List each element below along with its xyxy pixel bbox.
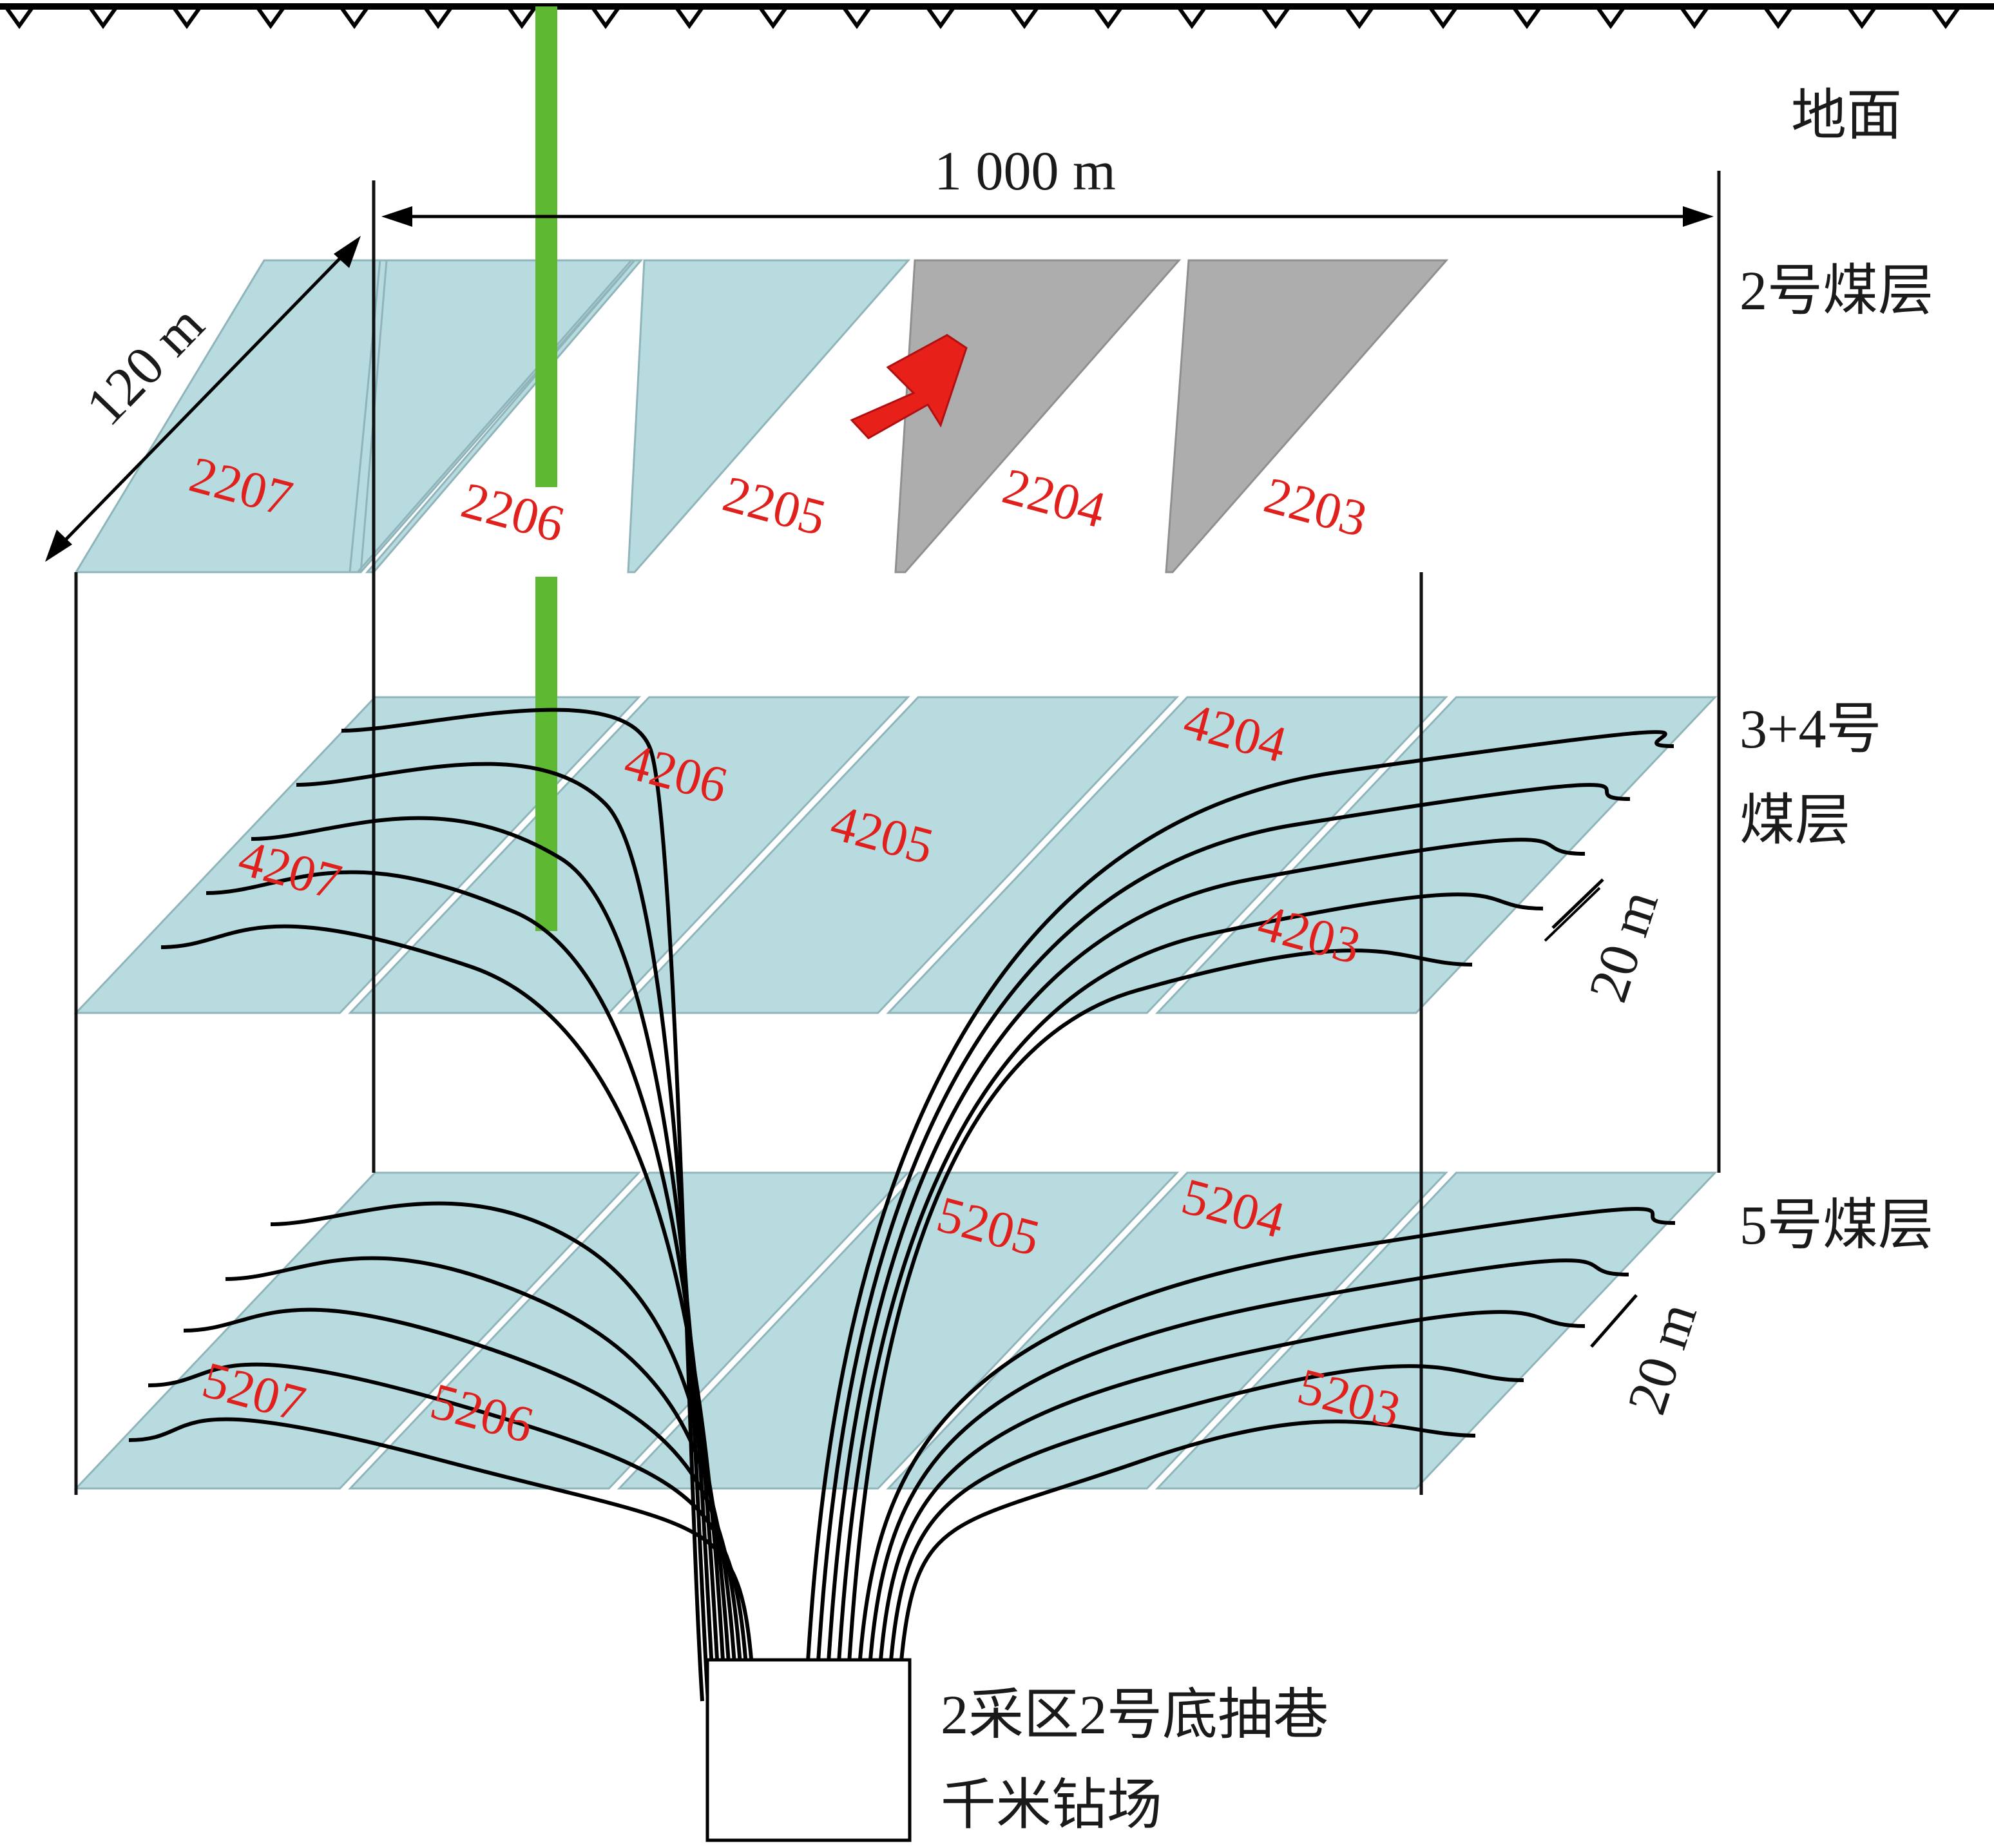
frame-lines bbox=[74, 171, 1721, 1495]
ground-tuft bbox=[507, 6, 537, 30]
borehole-fan bbox=[128, 707, 1676, 1702]
borehole-right bbox=[814, 783, 1631, 1702]
ground-tuft bbox=[1931, 6, 1960, 30]
panel-label-2203: 2203 bbox=[1258, 467, 1372, 548]
seam-34-label-line2: 煤层 bbox=[1740, 789, 1850, 851]
drill-site-label-line1: 2采区2号底抽巷 bbox=[941, 1684, 1328, 1746]
borehole-right bbox=[803, 730, 1674, 1702]
ground-tuft bbox=[1177, 6, 1207, 30]
ground-tuft bbox=[842, 6, 872, 30]
ground-tuft bbox=[88, 6, 118, 30]
seam-5-panel-5 bbox=[1155, 1171, 1718, 1490]
ground-tuft bbox=[1596, 6, 1625, 30]
ground-tuft bbox=[926, 6, 955, 30]
dimension-depth bbox=[45, 236, 361, 562]
drill-site-box bbox=[705, 1658, 912, 1842]
borehole-left bbox=[296, 762, 710, 1702]
ground-tuft bbox=[591, 6, 620, 30]
ground-tuft bbox=[1010, 6, 1039, 30]
ground-tuft bbox=[5, 6, 34, 30]
seam-2-label: 2号煤层 bbox=[1740, 260, 1933, 322]
dimension-width-label: 1 000 m bbox=[934, 140, 1116, 202]
ground-tuft bbox=[172, 6, 202, 30]
seam-5-panel-3 bbox=[617, 1171, 1180, 1490]
ground-tuft bbox=[1512, 6, 1542, 30]
ground-tuft bbox=[423, 6, 453, 30]
panel-2204 bbox=[894, 259, 1182, 573]
ground-label: 地面 bbox=[1791, 84, 1902, 146]
dimension-width bbox=[381, 206, 1714, 227]
seam-34-panel-3 bbox=[617, 696, 1180, 1014]
dimension-spacing-5 bbox=[1590, 1294, 1638, 1348]
panel-2205 bbox=[627, 259, 911, 573]
borehole-right bbox=[865, 1258, 1629, 1702]
dimension-spacing-34 bbox=[1544, 878, 1604, 942]
ground-tuft bbox=[256, 6, 285, 30]
panel-2203 bbox=[1165, 259, 1449, 573]
seam-5-label: 5号煤层 bbox=[1740, 1194, 1933, 1256]
drill-site-label-line2: 千米钻场 bbox=[941, 1774, 1162, 1836]
ground-surface bbox=[0, 3, 1994, 30]
ground-tuft bbox=[1763, 6, 1793, 30]
dimension-spacing-34-label: 20 m bbox=[1577, 883, 1670, 1009]
borehole-left bbox=[341, 707, 704, 1702]
mining-direction-arrow bbox=[850, 334, 968, 439]
ground-tuft bbox=[1428, 6, 1458, 30]
borehole-right bbox=[845, 948, 1473, 1702]
ground-tuft bbox=[340, 6, 369, 30]
seam-2-panels bbox=[74, 259, 1449, 573]
ground-tuft bbox=[1261, 6, 1290, 30]
borehole-right bbox=[824, 838, 1586, 1702]
ground-hatch bbox=[5, 6, 1960, 30]
panel-label-2205: 2205 bbox=[717, 465, 831, 546]
ground-tuft bbox=[758, 6, 788, 30]
ground-tuft bbox=[1680, 6, 1709, 30]
ground-tuft bbox=[1093, 6, 1123, 30]
ground-tuft bbox=[1847, 6, 1877, 30]
ground-tuft bbox=[675, 6, 704, 30]
seam-34-label-line1: 3+4号 bbox=[1740, 698, 1882, 760]
borehole-left bbox=[251, 816, 716, 1702]
borehole-right bbox=[896, 1420, 1476, 1702]
borehole-right bbox=[855, 1207, 1676, 1702]
seam-5-panel-2 bbox=[348, 1171, 910, 1490]
ground-tuft bbox=[1345, 6, 1374, 30]
seam-34-panel-5 bbox=[1155, 696, 1718, 1014]
borehole-right bbox=[834, 892, 1544, 1702]
borehole-right bbox=[876, 1310, 1586, 1702]
dimension-spacing-5-label: 20 m bbox=[1615, 1295, 1709, 1421]
borehole-right bbox=[886, 1364, 1524, 1702]
panel-label-2204: 2204 bbox=[997, 457, 1111, 539]
surface-well bbox=[535, 6, 557, 931]
borehole-left bbox=[128, 1417, 756, 1702]
